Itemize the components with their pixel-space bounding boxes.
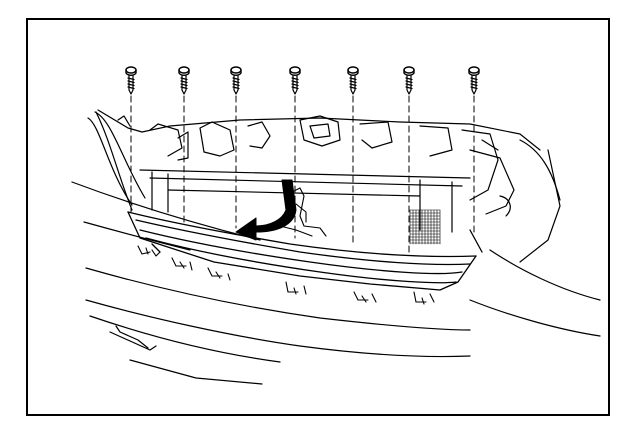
screw-icon bbox=[347, 66, 359, 247]
radiator-grille bbox=[127, 211, 483, 291]
front-bumper-fascia bbox=[71, 111, 601, 385]
install-direction-arrow-icon bbox=[235, 179, 297, 241]
illustration-frame bbox=[26, 18, 610, 416]
screw-icon bbox=[178, 66, 190, 223]
radiator-support bbox=[87, 109, 541, 233]
screw-icon bbox=[289, 66, 301, 239]
grille-clips bbox=[137, 245, 435, 305]
screw-icon bbox=[125, 66, 137, 215]
grille-mesh bbox=[409, 209, 441, 245]
center-bracket bbox=[279, 187, 327, 237]
screw-group bbox=[125, 66, 480, 253]
screw-icon bbox=[403, 66, 415, 253]
screw-icon bbox=[468, 66, 480, 233]
screw-icon bbox=[230, 66, 242, 229]
